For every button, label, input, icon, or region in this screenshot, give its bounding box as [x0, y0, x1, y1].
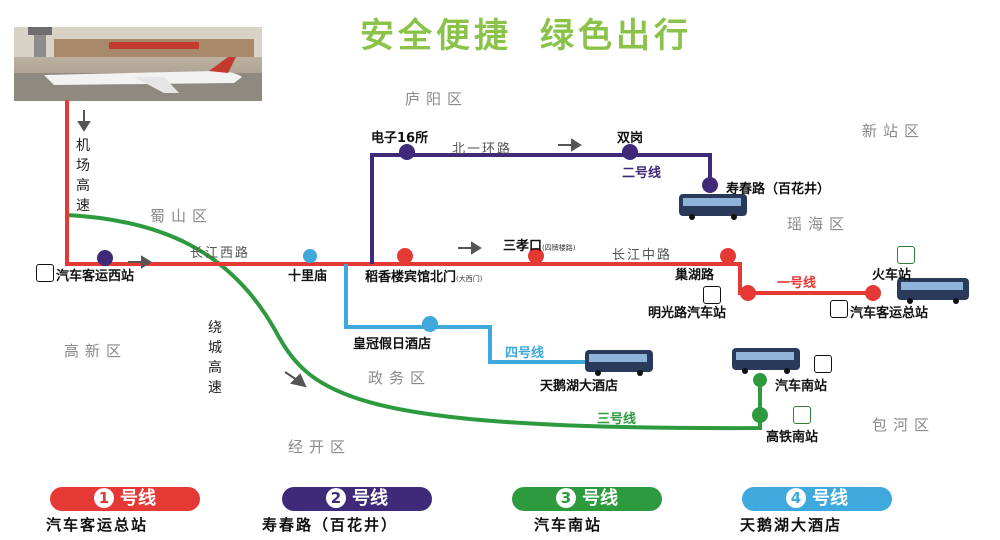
station-qiche-kezong: 汽车客运总站: [850, 306, 929, 321]
district-jingkai: 经开区: [288, 438, 352, 456]
stop-daoxianglou: [397, 248, 413, 264]
stop-chaohu-lu: [720, 248, 736, 264]
district-zhengwu: 政务区: [368, 369, 432, 387]
station-gaotie-nan: 高铁南站: [766, 430, 819, 445]
bus-station-icon: [703, 286, 721, 304]
station-daoxianglou-sub: (大西门): [456, 275, 483, 283]
stop-qiche-kexi: [97, 250, 113, 266]
railway-station-icon: [897, 246, 915, 264]
station-shuanggang: 双岗: [617, 131, 644, 146]
road-changjiang-zhong: 长江中路: [612, 248, 673, 263]
legend-line-3-number: 3: [556, 488, 576, 508]
station-shouchun: 寿春路（百花井）: [726, 182, 831, 197]
shuttle-bus-icon: [897, 278, 969, 304]
shuttle-bus-icon: [679, 194, 747, 220]
stop-sanxiaokou: [528, 248, 544, 264]
road-changjiang-xi: 长江西路: [190, 246, 251, 261]
station-shilimiao: 十里庙: [288, 269, 328, 284]
district-xinzhan: 新站区: [862, 122, 926, 140]
legend-line-4-number: 4: [786, 488, 806, 508]
stop-shuanggang: [622, 144, 638, 160]
direction-arrows: [77, 110, 582, 388]
shuttle-bus-icon: [585, 350, 653, 376]
station-sanxiaokou-name: 三孝口: [503, 239, 543, 254]
line-1-route: [65, 100, 873, 295]
legend-line-3-destination: 汽车南站: [534, 516, 603, 534]
legend-line-2: 2 号线: [282, 487, 432, 511]
bus-station-icon: [814, 355, 832, 373]
bus-station-icon: [36, 264, 54, 282]
map-header: 安全便捷绿色出行: [360, 8, 720, 57]
stop-dianzi16: [399, 144, 415, 160]
district-baohe: 包河区: [872, 416, 936, 434]
station-tianehu: 天鹅湖大酒店: [540, 379, 619, 394]
legend-line-3-label: 号线: [582, 488, 618, 509]
district-shushan: 蜀山区: [150, 207, 214, 225]
line-3-route: [66, 213, 762, 431]
road-beiyihuan: 北一环路: [452, 142, 513, 157]
legend-line-2-number: 2: [326, 488, 346, 508]
stop-shilimiao: [303, 249, 317, 263]
legend-line-1: 1 号线: [50, 487, 200, 511]
station-chaohu-lu: 巢湖路: [675, 268, 715, 283]
line-2-route: [370, 153, 712, 264]
line-4-route: [344, 264, 585, 364]
legend-line-3: 3 号线: [512, 487, 662, 511]
railway-station-icon: [793, 406, 811, 424]
station-daoxianglou: 稻香楼宾馆北门(大西门): [365, 266, 482, 285]
line-label-4: 四号线: [505, 346, 545, 361]
station-sanxiaokou-sub: (四牌楼路): [542, 244, 576, 252]
legend-line-1-number: 1: [94, 488, 114, 508]
stop-gaotie-nan: [752, 407, 768, 423]
station-huochezhan: 火车站: [872, 268, 912, 283]
legend-line-1-destination: 汽车客运总站: [46, 516, 149, 534]
legend-line-2-label: 号线: [352, 488, 388, 509]
district-gaoxin: 高新区: [64, 342, 128, 360]
legend-line-4: 4 号线: [742, 487, 892, 511]
station-qiche-kexi: 汽车客运西站: [56, 269, 135, 284]
station-daoxianglou-name: 稻香楼宾馆北门: [365, 270, 457, 285]
line-label-3: 三号线: [597, 412, 637, 427]
district-yaohai: 瑶海区: [787, 215, 851, 233]
legend-line-4-destination: 天鹅湖大酒店: [740, 516, 843, 534]
station-mingguang: 明光路汽车站: [648, 306, 727, 321]
stop-huangguan: [422, 316, 438, 332]
legend-line-4-label: 号线: [812, 488, 848, 509]
station-qiche-nan: 汽车南站: [775, 379, 828, 394]
road-airport-expressway: 机场高速: [76, 138, 90, 214]
header-slogan-1: 安全便捷: [360, 16, 512, 56]
shuttle-bus-icon: [732, 348, 800, 374]
line-label-1: 一号线: [777, 276, 817, 291]
district-luyang: 庐阳区: [405, 90, 469, 108]
road-raocheng: 绕城高速: [208, 320, 222, 396]
station-sanxiaokou: 三孝口(四牌楼路): [503, 235, 575, 254]
line-label-2: 二号线: [622, 166, 662, 181]
stop-mingguang: [740, 285, 756, 301]
stop-qiche-nan: [753, 373, 767, 387]
station-dianzi16: 电子16所: [371, 131, 429, 146]
station-huangguan: 皇冠假日酒店: [353, 337, 432, 352]
airport-photo-illustration: [14, 27, 262, 101]
stop-kezong: [865, 285, 881, 301]
header-slogan-2: 绿色出行: [540, 16, 692, 56]
legend-line-2-destination: 寿春路（百花井）: [262, 516, 399, 534]
legend-line-1-label: 号线: [120, 488, 156, 509]
bus-station-icon: [830, 300, 848, 318]
stop-shouchun: [702, 177, 718, 193]
airport-photo: [14, 27, 262, 101]
